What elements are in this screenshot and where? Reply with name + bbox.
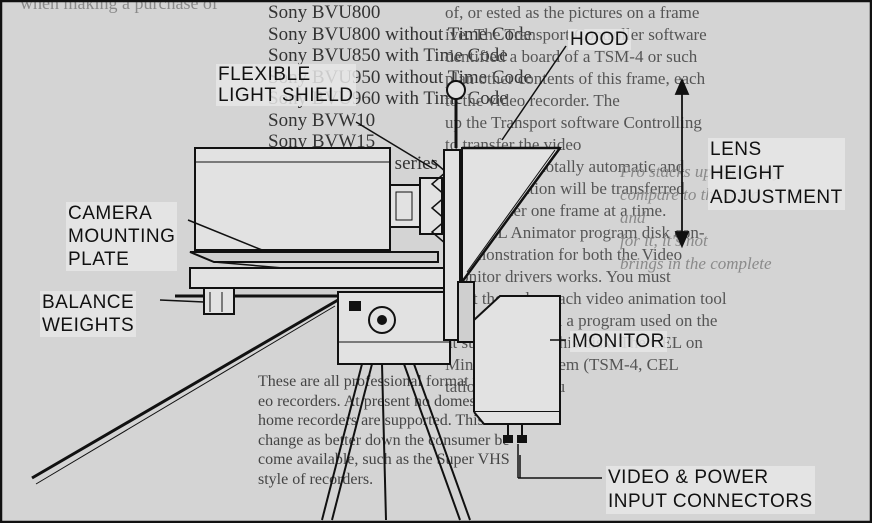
ghost-line: when making a purchase of: [20, 0, 218, 13]
ghost-line: Sony BVW10: [268, 109, 376, 131]
label-text: WEIGHTS: [42, 315, 135, 336]
ghost-line: Sony BVW15: [268, 131, 376, 152]
ghost-line: up the Transport software Controlling: [445, 113, 702, 132]
label-flexible-light-shield: FLEXIBLE LIGHT SHIELD: [216, 64, 356, 106]
balance-weights: [175, 287, 340, 315]
ghost-line: Sony BVU850 with Time Code: [268, 45, 508, 66]
leader-lines: [159, 45, 602, 479]
label-balance-weights: BALANCE WEIGHTS: [40, 291, 137, 337]
ghost-line: home recorders are supported. This will: [258, 412, 513, 429]
ghost-line: of, or ested as the pictures on a frame: [445, 3, 700, 22]
ghost-line: and: [620, 208, 646, 227]
monitor: [457, 281, 561, 425]
ghost-line: Sony BVU800: [268, 2, 381, 23]
ghost-text-top-left: when making a purchase of: [20, 0, 218, 14]
tripod-head: [337, 291, 451, 365]
label-hood: HOOD: [568, 29, 631, 50]
lens-height-post: [446, 80, 466, 148]
ghost-line: to the video recorder. The: [445, 91, 620, 110]
label-text: LENS: [710, 139, 762, 160]
label-text: BALANCE: [42, 292, 135, 313]
label-text: INPUT CONNECTORS: [608, 491, 813, 512]
label-lens-height-adjustment: LENS HEIGHT ADJUSTMENT: [708, 138, 845, 210]
label-text: MONITOR: [572, 331, 665, 352]
label-text: MOUNTING: [68, 226, 176, 247]
lens-height-arrow: [674, 77, 690, 249]
label-camera-mounting-plate: CAMERA MOUNTING PLATE: [66, 202, 178, 271]
ghost-line: These are all professional format vid: [258, 373, 494, 390]
label-text: PLATE: [68, 249, 130, 270]
label-text: CAMERA: [68, 203, 153, 224]
label-text: LIGHT SHIELD: [218, 85, 354, 106]
ghost-line: The CEL Animator program disk con-: [445, 223, 705, 242]
label-monitor: MONITOR: [570, 331, 667, 352]
tripod-legs: [321, 363, 471, 521]
ghost-line: dentified a board of a TSM-4 or such: [445, 47, 698, 66]
label-text: VIDEO & POWER: [608, 467, 769, 488]
ghost-line: a demonstration for both the Video: [445, 245, 683, 264]
pan-handle: [31, 298, 339, 480]
ghost-line: plan other contents of this frame, each: [445, 69, 706, 88]
label-text: HOOD: [570, 29, 629, 50]
flexible-light-shield: [430, 149, 461, 341]
ghost-line: brings in the complete: [620, 254, 772, 273]
label-text: FLEXIBLE: [218, 64, 311, 85]
label-video-power-input-connectors: VIDEO & POWER INPUT CONNECTORS: [606, 466, 815, 514]
video-power-connectors: [503, 424, 527, 443]
label-text: ADJUSTMENT: [710, 187, 843, 208]
ghost-line: Sony BVU800 without Time Code: [268, 23, 532, 45]
hood: [460, 146, 562, 286]
label-text: HEIGHT: [710, 163, 785, 184]
camera-body: [194, 147, 443, 251]
ghost-line: Monitor drivers works. You must: [445, 267, 671, 286]
